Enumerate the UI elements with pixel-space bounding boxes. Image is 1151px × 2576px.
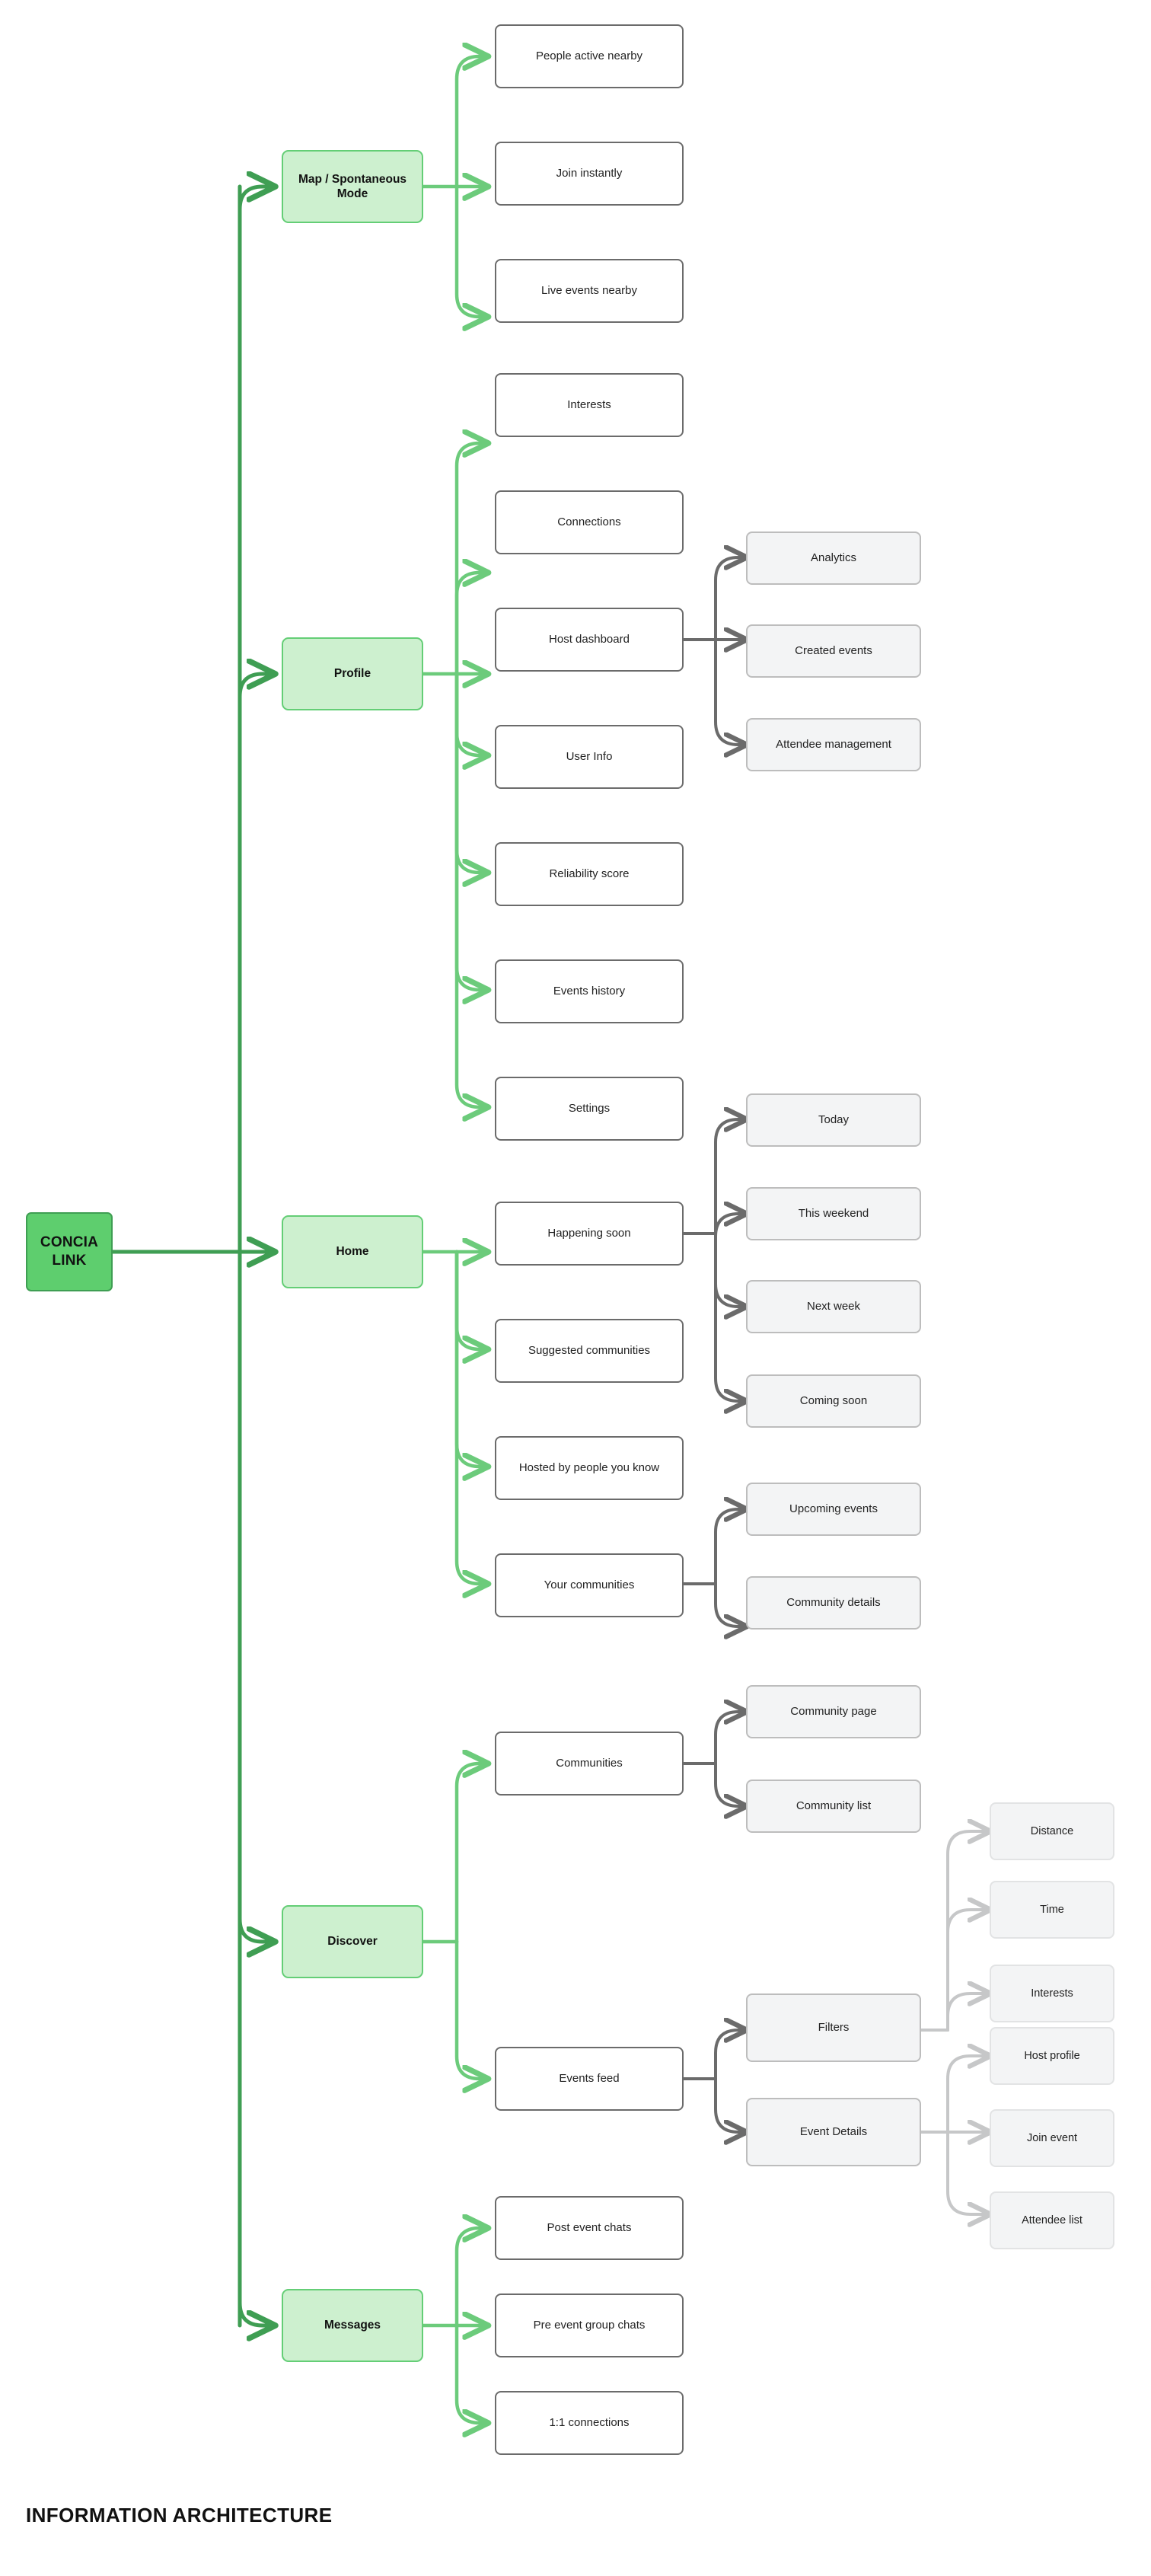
node-home[interactable]: Home xyxy=(282,1215,423,1288)
node-community-list[interactable]: Community list xyxy=(746,1780,921,1833)
node-events-feed[interactable]: Events feed xyxy=(495,2047,684,2111)
node-profile[interactable]: Profile xyxy=(282,637,423,710)
node-coming-soon[interactable]: Coming soon xyxy=(746,1374,921,1428)
node-time[interactable]: Time xyxy=(990,1881,1114,1939)
node-filters[interactable]: Filters xyxy=(746,1993,921,2062)
node-created-events[interactable]: Created events xyxy=(746,624,921,678)
node-suggested-communities[interactable]: Suggested communities xyxy=(495,1319,684,1383)
node-messages[interactable]: Messages xyxy=(282,2289,423,2362)
node-settings[interactable]: Settings xyxy=(495,1077,684,1141)
node-user-info[interactable]: User Info xyxy=(495,725,684,789)
node-host-profile[interactable]: Host profile xyxy=(990,2027,1114,2085)
node-filter-interests[interactable]: Interests xyxy=(990,1965,1114,2022)
node-community-details[interactable]: Community details xyxy=(746,1576,921,1630)
node-upcoming-events[interactable]: Upcoming events xyxy=(746,1483,921,1536)
node-hosted-by-people-you-know[interactable]: Hosted by people you know xyxy=(495,1436,684,1500)
node-1-1-connections[interactable]: 1:1 connections xyxy=(495,2391,684,2455)
node-your-communities[interactable]: Your communities xyxy=(495,1553,684,1617)
node-distance[interactable]: Distance xyxy=(990,1802,1114,1860)
node-map-spontaneous-mode[interactable]: Map / Spontaneous Mode xyxy=(282,150,423,223)
node-root-concia-link[interactable]: CONCIA LINK xyxy=(26,1212,113,1291)
node-people-active-nearby[interactable]: People active nearby xyxy=(495,24,684,88)
node-events-history[interactable]: Events history xyxy=(495,959,684,1023)
page-title: INFORMATION ARCHITECTURE xyxy=(26,2504,333,2527)
node-join-instantly[interactable]: Join instantly xyxy=(495,142,684,206)
node-attendee-management[interactable]: Attendee management xyxy=(746,718,921,771)
node-discover[interactable]: Discover xyxy=(282,1905,423,1978)
node-next-week[interactable]: Next week xyxy=(746,1280,921,1333)
node-today[interactable]: Today xyxy=(746,1093,921,1147)
node-reliability-score[interactable]: Reliability score xyxy=(495,842,684,906)
node-live-events-nearby[interactable]: Live events nearby xyxy=(495,259,684,323)
node-communities[interactable]: Communities xyxy=(495,1732,684,1796)
node-analytics[interactable]: Analytics xyxy=(746,531,921,585)
node-attendee-list[interactable]: Attendee list xyxy=(990,2191,1114,2249)
node-join-event[interactable]: Join event xyxy=(990,2109,1114,2167)
node-happening-soon[interactable]: Happening soon xyxy=(495,1202,684,1266)
node-this-weekend[interactable]: This weekend xyxy=(746,1187,921,1240)
node-community-page[interactable]: Community page xyxy=(746,1685,921,1738)
node-host-dashboard[interactable]: Host dashboard xyxy=(495,608,684,672)
node-post-event-chats[interactable]: Post event chats xyxy=(495,2196,684,2260)
node-interests[interactable]: Interests xyxy=(495,373,684,437)
node-event-details[interactable]: Event Details xyxy=(746,2098,921,2166)
node-pre-event-group-chats[interactable]: Pre event group chats xyxy=(495,2294,684,2357)
node-connections[interactable]: Connections xyxy=(495,490,684,554)
